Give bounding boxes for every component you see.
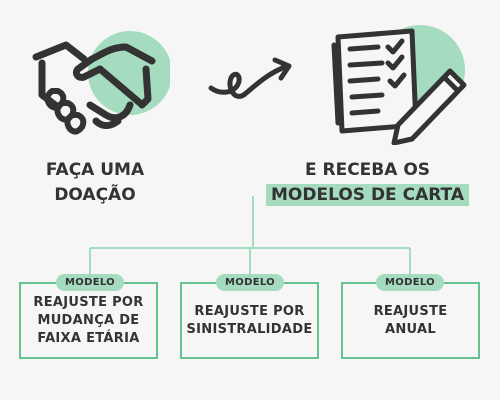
curly-arrow-icon bbox=[208, 57, 292, 99]
checklist-pencil-icon bbox=[331, 25, 467, 145]
card-tag: MODELO bbox=[216, 274, 284, 291]
card-sinistralidade: REAJUSTE POR SINISTRALIDADE bbox=[180, 282, 319, 359]
card-text: REAJUSTE ANUAL bbox=[373, 303, 448, 337]
card-text: REAJUSTE POR SINISTRALIDADE bbox=[186, 303, 313, 337]
card-tag: MODELO bbox=[376, 274, 444, 291]
step1-line2: DOAÇÃO bbox=[54, 185, 136, 205]
step2-headline: E RECEBA OS MODELOS DE CARTA bbox=[250, 158, 485, 208]
step2-line2-highlight: MODELOS DE CARTA bbox=[266, 184, 469, 206]
handshake-icon bbox=[32, 31, 170, 135]
card-tag: MODELO bbox=[56, 274, 124, 291]
card-faixa-etaria: REAJUSTE POR MUDANÇA DE FAIXA ETÁRIA bbox=[19, 282, 158, 359]
step1-line1: FAÇA UMA bbox=[45, 160, 145, 180]
step2-line1: E RECEBA OS bbox=[304, 160, 431, 180]
card-text: REAJUSTE POR MUDANÇA DE FAIXA ETÁRIA bbox=[33, 294, 144, 346]
card-anual: REAJUSTE ANUAL bbox=[341, 282, 480, 359]
step1-headline: FAÇA UMA DOAÇÃO bbox=[30, 158, 160, 208]
